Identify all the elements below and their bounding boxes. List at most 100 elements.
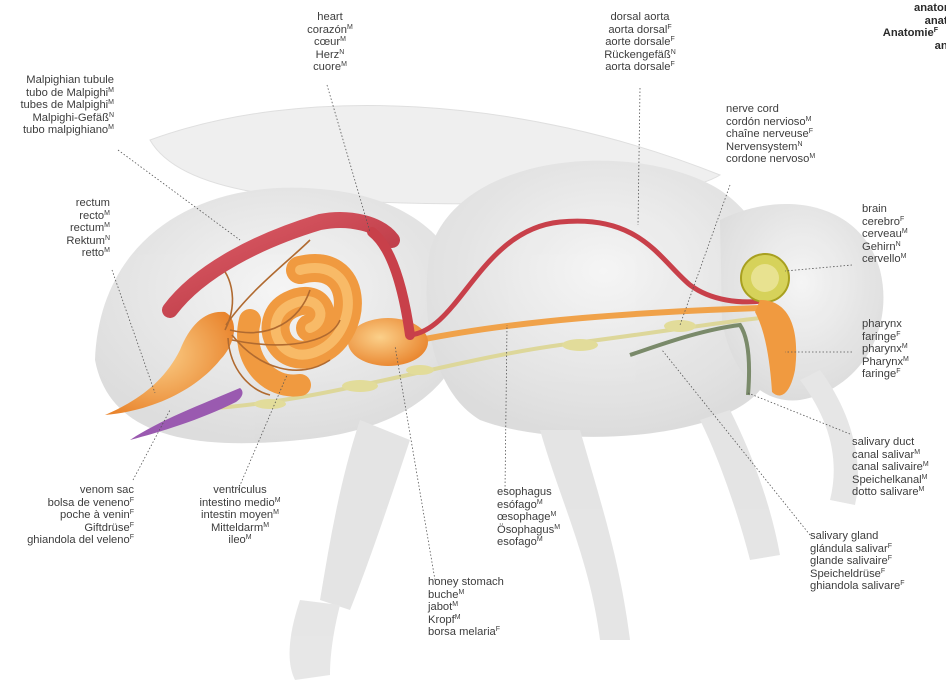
label-line: jabotM <box>428 601 504 614</box>
label-text: tubes de Malpighi <box>20 99 108 111</box>
label-line: MitteldarmM <box>184 522 296 535</box>
label-text: tubo de Malpighi <box>26 87 108 99</box>
label-text: Ösophagus <box>497 524 554 536</box>
header-line-text: anatomy <box>914 2 946 14</box>
leg-shape <box>320 420 410 610</box>
label-line: cuoreM <box>290 61 370 74</box>
gender-mark: M <box>922 474 928 481</box>
label-line: tubo malpighianoM <box>20 124 114 137</box>
gender-mark: N <box>105 235 110 242</box>
label-line: canal salivarM <box>852 449 929 462</box>
label-text: pharynx <box>862 343 902 355</box>
gender-mark: M <box>902 228 908 235</box>
label-line: PharynxM <box>862 356 909 369</box>
label-line: cordone nervosoM <box>726 153 815 166</box>
label-text: esofago <box>497 536 537 548</box>
label-line: KropfM <box>428 614 504 627</box>
gender-mark: M <box>554 524 560 531</box>
label-line: salivary duct <box>852 436 929 449</box>
label-line: ÖsophagusM <box>497 524 560 537</box>
label-text: œsophage <box>497 511 551 523</box>
label-text: esophagus <box>497 486 552 498</box>
label-text: nerve cord <box>726 103 779 115</box>
label-text: Speicheldrüse <box>810 568 881 580</box>
label-nerve-cord: nerve cordcordón nerviosoMchaîne nerveus… <box>726 103 815 166</box>
gender-mark: N <box>896 241 901 248</box>
label-malpighian-tubule: Malpighian tubuletubo de MalpighiMtubes … <box>20 74 114 137</box>
label-text: borsa melaria <box>428 626 496 638</box>
label-text: aorta dorsal <box>608 24 667 36</box>
label-text: dorsal aorta <box>610 11 669 23</box>
gender-mark: M <box>551 511 557 518</box>
header-line-text: anatomia <box>935 40 946 52</box>
label-text: canal salivaire <box>852 461 923 473</box>
label-line: borsa melariaF <box>428 626 504 639</box>
anatomy-header: anatomy anatomíaF AnatomieF anatomiaF <box>883 2 946 52</box>
gender-mark: M <box>458 589 464 596</box>
gender-mark: M <box>341 61 347 68</box>
label-line: GehirnN <box>862 241 908 254</box>
label-line: rectum <box>66 197 110 210</box>
label-line: cervelloM <box>862 253 908 266</box>
label-text: buche <box>428 589 458 601</box>
label-text: ileo <box>228 534 245 546</box>
label-salivary-gland: salivary glandglándula salivarFglande sa… <box>810 530 904 593</box>
label-line: Malpighian tubule <box>20 74 114 87</box>
label-line: cordón nerviosoM <box>726 116 815 129</box>
label-text: Mitteldarm <box>211 522 263 534</box>
label-ventriculus: ventriculusintestino medioMintestin moye… <box>184 484 296 547</box>
label-text: salivary duct <box>852 436 914 448</box>
label-line: heart <box>290 11 370 24</box>
gender-mark: F <box>130 522 134 529</box>
label-line: aorta dorsalF <box>590 24 690 37</box>
label-text: pharynx <box>862 318 902 330</box>
gender-mark: M <box>108 99 114 106</box>
label-line: SpeicheldrüseF <box>810 568 904 581</box>
label-line: esófagoM <box>497 499 560 512</box>
leg-shape <box>800 370 858 505</box>
label-text: rectum <box>76 197 110 209</box>
label-text: canal salivar <box>852 449 914 461</box>
label-text: retto <box>82 247 104 259</box>
label-pharynx: pharynxfaringeFpharynxMPharynxMfaringeF <box>862 318 909 381</box>
label-line: glande salivaireF <box>810 555 904 568</box>
gender-mark: M <box>246 534 252 541</box>
label-line: rettoM <box>66 247 110 260</box>
label-text: faringe <box>862 331 896 343</box>
label-line: esofagoM <box>497 536 560 549</box>
label-line: pharynxM <box>862 343 909 356</box>
label-text: cervello <box>862 253 901 265</box>
label-line: SpeichelkanalM <box>852 474 929 487</box>
label-text: recto <box>79 210 104 222</box>
label-text: corazón <box>307 24 347 36</box>
gender-mark: F <box>809 128 813 135</box>
gender-mark: M <box>806 116 812 123</box>
gender-mark: M <box>340 36 346 43</box>
label-line: faringeF <box>862 368 909 381</box>
label-rectum: rectumrectoMrectumMRektumNrettoM <box>66 197 110 260</box>
gender-mark: F <box>671 36 675 43</box>
gender-mark: F <box>888 555 892 562</box>
label-text: intestin moyen <box>201 509 273 521</box>
label-line: intestino medioM <box>184 497 296 510</box>
label-line: Malpighi-GefäßN <box>20 112 114 125</box>
label-line: rectumM <box>66 222 110 235</box>
gender-mark: M <box>919 486 925 493</box>
label-line: ventriculus <box>184 484 296 497</box>
gender-mark: M <box>902 343 908 350</box>
label-line: œsophageM <box>497 511 560 524</box>
gender-mark: F <box>888 543 892 550</box>
label-line: chaîne nerveuseF <box>726 128 815 141</box>
label-text: cordón nervioso <box>726 116 806 128</box>
label-text: Nervensystem <box>726 141 798 153</box>
label-line: aorta dorsaleF <box>590 61 690 74</box>
label-text: glándula salivar <box>810 543 888 555</box>
label-line: faringeF <box>862 331 909 344</box>
gender-mark: M <box>263 522 269 529</box>
label-text: cerebro <box>862 216 900 228</box>
header-line-text: Anatomie <box>883 27 934 39</box>
gender-mark: M <box>903 356 909 363</box>
label-text: ghiandola del veleno <box>27 534 130 546</box>
